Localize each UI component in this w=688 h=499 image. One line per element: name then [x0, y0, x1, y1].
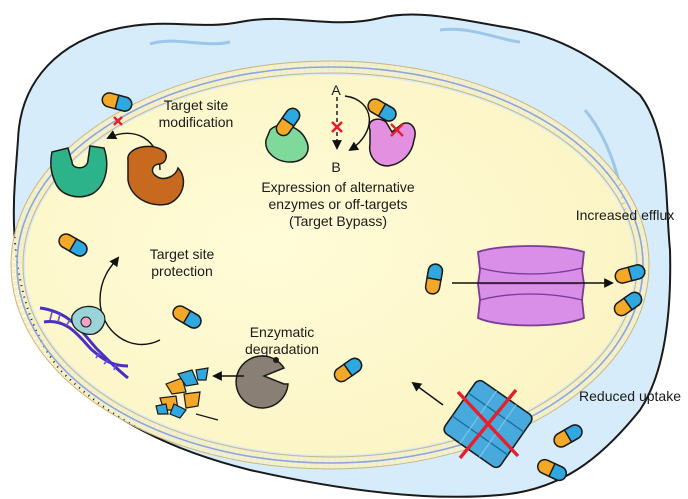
label-line: Target site: [149, 246, 215, 262]
label-line: modification: [158, 114, 234, 130]
node-b-label: B: [331, 159, 341, 175]
label-line: Enzymatic: [249, 324, 315, 340]
label-line: degradation: [245, 341, 319, 357]
fragment-icon: [169, 403, 187, 419]
fragment-icon: [155, 403, 169, 415]
fragment-icon: [195, 367, 209, 381]
fragment-icon: [183, 391, 201, 409]
enzymatic-degradation-label: Enzymatic degradation: [232, 324, 332, 358]
label-line: Target site: [163, 97, 229, 113]
fragment-icon: [177, 369, 199, 387]
pacman-enzyme-icon: [235, 355, 289, 409]
efflux-group: [423, 245, 648, 327]
node-a-label: A: [331, 82, 341, 98]
red-cross-icon: [390, 123, 404, 137]
target-protection-label: Target site protection: [126, 246, 238, 280]
alternative-enzyme-icon: [368, 118, 416, 167]
target-bypass-label: Expression of alternative enzymes or off…: [236, 179, 440, 230]
target-protection-group: [39, 230, 205, 380]
reduced-uptake-label: Reduced uptake: [579, 388, 681, 404]
reduced-uptake-group: [411, 379, 586, 484]
label-line: (Target Bypass): [288, 213, 388, 229]
modified-target-icon: [127, 145, 185, 206]
degradation-group: [155, 354, 366, 421]
target-bypass-group: [265, 95, 416, 167]
red-cross-icon: [331, 121, 343, 133]
red-cross-icon: [113, 116, 123, 126]
red-cross-icon: [456, 388, 520, 460]
target-modification-label: Target site modification: [140, 97, 252, 131]
fragment-icon: [165, 377, 187, 395]
label-line: protection: [151, 263, 213, 279]
label-line: Expression of alternative: [261, 179, 415, 195]
dna-helix-icon: [39, 306, 129, 380]
efflux-label: Increased efflux: [575, 207, 675, 223]
target-modification-group: [50, 90, 185, 206]
membrane-pump-icon: [477, 245, 585, 327]
enzyme-target-icon: [50, 145, 108, 198]
label-line: enzymes or off-targets: [268, 196, 408, 212]
